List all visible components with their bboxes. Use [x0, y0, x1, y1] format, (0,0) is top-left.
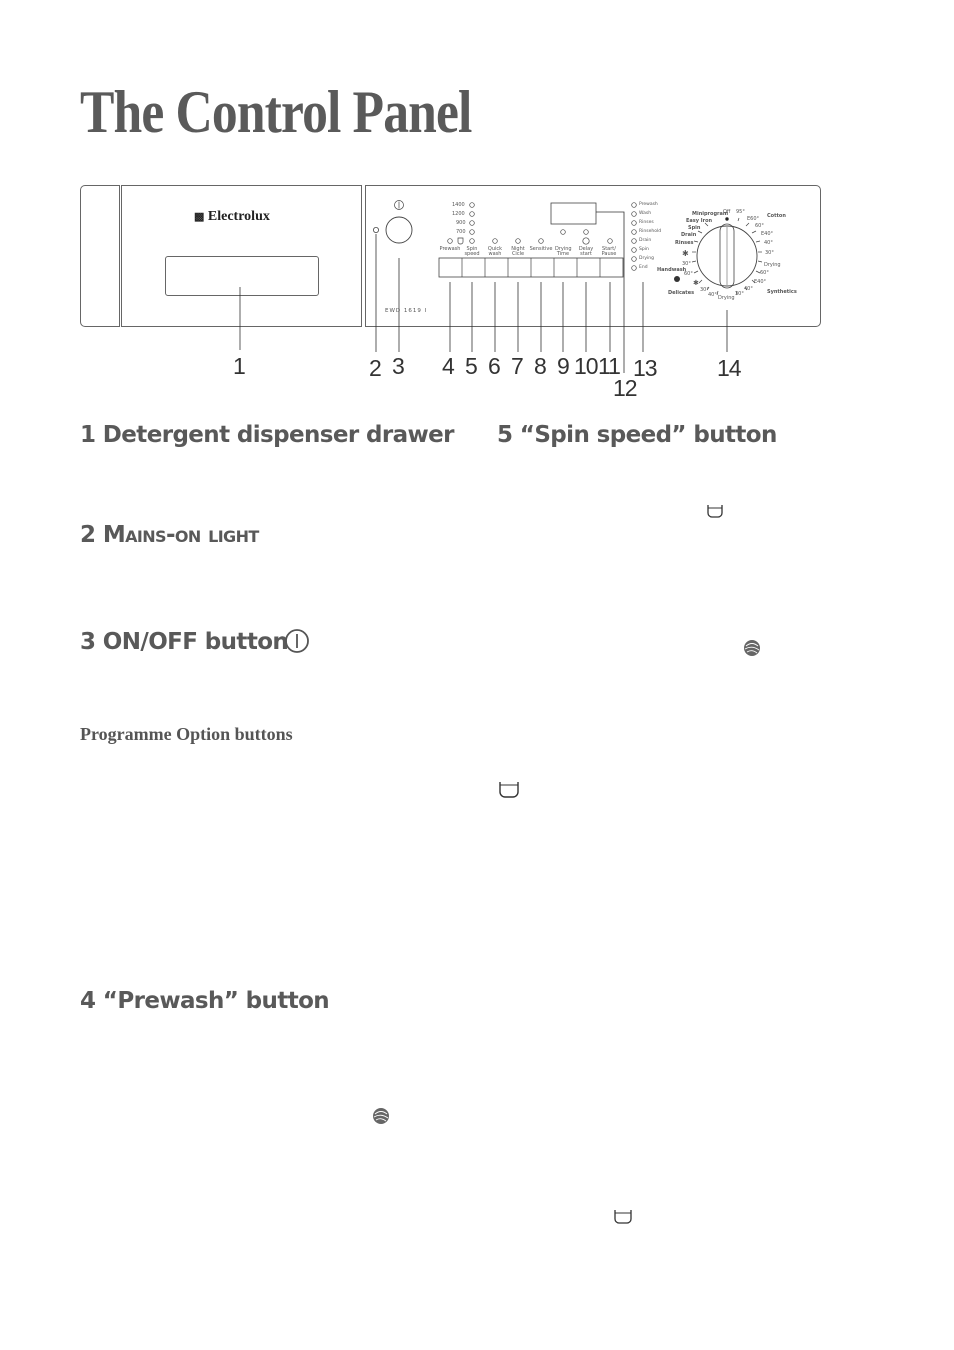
tub-icon — [707, 505, 723, 518]
callout-11: 11 — [598, 353, 621, 379]
dial-drying-bottom: Drying — [718, 295, 735, 301]
dial-rinses: Rinses — [675, 240, 694, 246]
callout-3: 3 — [392, 353, 405, 379]
callout-6: 6 — [488, 353, 501, 379]
callout-1: 1 — [233, 353, 246, 379]
dial-drain: Drain — [681, 232, 697, 238]
dial-handwash: Handwash — [657, 267, 687, 273]
callout-4: 4 — [442, 353, 455, 379]
clock-icon — [582, 237, 590, 245]
dial-40: 40° — [764, 240, 773, 246]
dispenser-drawer-panel: ▩ Electrolux — [121, 185, 362, 327]
power-icon — [285, 629, 309, 653]
dial-miniprogram: Miniprogram — [692, 211, 729, 217]
dial-e40: E40° — [761, 231, 774, 237]
handwash-wool-icon — [674, 276, 680, 282]
heading-mains-text: Mains-on light — [102, 522, 259, 548]
panel-drawing — [239, 200, 763, 373]
dial-easy-iron: Easy Iron — [686, 218, 713, 224]
callout-8: 8 — [534, 353, 547, 379]
phase-prewash: Prewash — [639, 202, 658, 207]
dial-syn-60: 60° — [760, 270, 769, 276]
heading-spin-speed-button: 5 “Spin speed” button — [497, 422, 777, 448]
dial-del-40: 40° — [708, 292, 717, 298]
dial-95: 95° — [736, 209, 745, 215]
panel-left-strip — [80, 185, 120, 327]
wool-icon — [373, 1108, 389, 1124]
dial-cotton: Cotton — [767, 213, 786, 219]
dial-star-icon: ✱ — [682, 249, 689, 258]
label-drying-time: Drying Time — [555, 246, 572, 257]
programme-option-buttons-heading: Programme Option buttons — [80, 724, 293, 744]
display-window — [550, 202, 597, 225]
heading-prewash-button: 4 “Prewash” button — [80, 988, 330, 1014]
spin-value-900: 900 — [456, 220, 466, 226]
phase-end: End — [639, 265, 648, 270]
dial-delicates: Delicates — [668, 290, 695, 296]
heading-mains-number: 2 — [80, 522, 96, 548]
callout-7: 7 — [511, 353, 524, 379]
tub-icon — [614, 1210, 632, 1224]
electrolux-logo-icon: ▩ — [194, 211, 205, 223]
callout-5: 5 — [465, 353, 478, 379]
dial-60: 60° — [755, 223, 764, 229]
programme-dial — [696, 225, 758, 287]
page-title: The Control Panel — [80, 79, 472, 145]
dial-off: Off — [723, 209, 731, 215]
mains-on-light — [372, 226, 379, 233]
dial-spin: Spin — [688, 225, 701, 231]
heading-detergent-drawer: 1 Detergent dispenser drawer — [80, 422, 455, 448]
dial-del-30a: 30° — [682, 261, 691, 267]
callout-14: 14 — [717, 355, 742, 381]
label-quick-wash: Quick wash — [487, 246, 503, 257]
callout-12: 12 — [613, 375, 638, 401]
dial-syn-40: 40° — [744, 286, 753, 292]
spin-value-1400: 1400 — [452, 202, 465, 208]
dial-synthetics: Synthetics — [767, 289, 797, 295]
controls-panel — [365, 185, 821, 327]
callout-2: 2 — [369, 355, 382, 381]
label-sensitive: Sensitive — [529, 246, 553, 252]
dial-30: 30° — [765, 250, 774, 256]
phase-rinses: Rinses — [639, 220, 654, 225]
spin-value-1200: 1200 — [452, 211, 465, 217]
model-label: EWD 1619 I — [385, 308, 428, 314]
dial-syn-e40: E40° — [754, 279, 767, 285]
heading-on-off-button: 3 ON/OFF button — [80, 629, 289, 655]
electrolux-logo: ▩ Electrolux — [194, 209, 270, 224]
power-symbol-icon — [394, 200, 404, 210]
dial-del-30b: 30° — [700, 287, 709, 293]
label-night-cicle: Night Cicle — [511, 246, 525, 257]
phase-drain: Drain — [639, 238, 652, 243]
label-prewash: Prewash — [439, 246, 461, 252]
spin-value-700: 700 — [456, 229, 466, 235]
drawer-handle — [165, 256, 319, 296]
label-delay-start: Delay start — [578, 246, 594, 257]
phase-spin: Spin — [639, 247, 649, 252]
callout-9: 9 — [557, 353, 570, 379]
heading-on-off-text: 3 ON/OFF button — [80, 629, 289, 655]
callout-10: 10 — [574, 353, 599, 379]
on-off-button-drawing — [385, 216, 413, 244]
phase-drying: Drying — [639, 256, 654, 261]
dial-syn-30: 30° — [735, 291, 744, 297]
dial-ticks — [691, 217, 763, 296]
label-start-pause: Start/ Pause — [601, 246, 617, 257]
tub-icon — [457, 237, 464, 245]
heading-mains-on-light: 2 Mains-on light — [80, 522, 259, 548]
callout-lines — [239, 211, 728, 373]
dial-drying-right: Drying — [764, 262, 781, 268]
callout-13: 13 — [633, 355, 658, 381]
dial-e60: E60° — [747, 216, 760, 222]
wool-icon — [744, 640, 760, 656]
label-spin-speed: Spin speed — [464, 246, 480, 257]
phase-rinsehold: Rinsehold — [639, 229, 662, 234]
phase-wash: Wash — [639, 211, 652, 216]
dial-star-icon-2: ✱ — [693, 279, 699, 287]
dial-del-60: 60° — [684, 271, 693, 277]
tub-icon — [499, 782, 519, 798]
